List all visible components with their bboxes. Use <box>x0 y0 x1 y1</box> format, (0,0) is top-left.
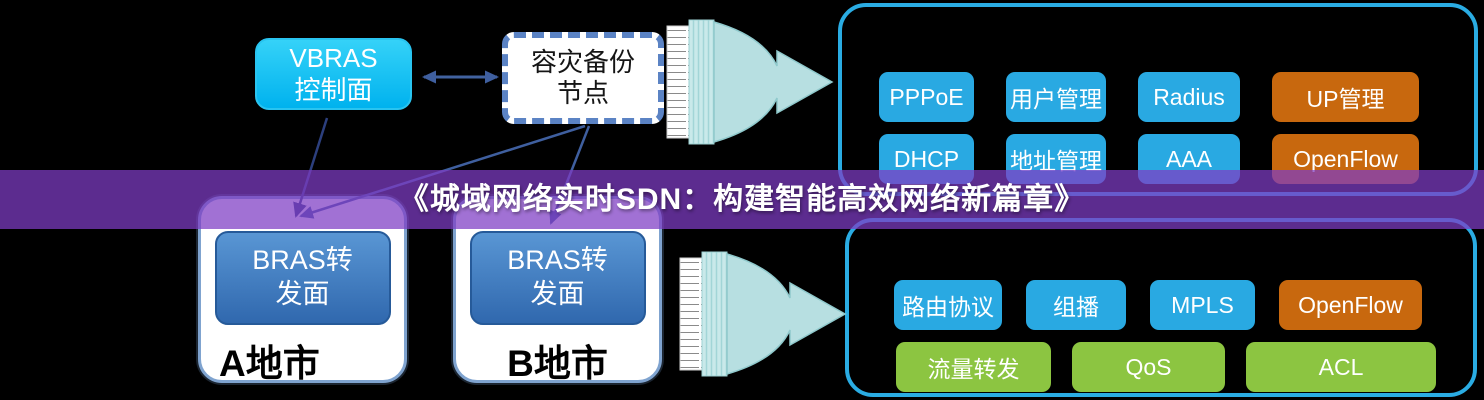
chip-multicast: 组播 <box>1026 280 1126 330</box>
city-b-bras-label: BRAS转发面 <box>507 245 608 309</box>
backup-line2: 节点 <box>556 78 609 108</box>
forwarding-panel-row-2: 流量转发 QoS ACL <box>896 342 1436 392</box>
forwarding-panel-row-1: 路由协议 组播 MPLS OpenFlow <box>894 280 1422 330</box>
city-b-bras-forwarding-chip: BRAS转发面 <box>469 231 646 325</box>
chip-routing-protocol: 路由协议 <box>894 280 1002 330</box>
control-plane-panel: PPPoE 用户管理 Radius UP管理 DHCP 地址管理 AAA Ope… <box>838 3 1478 196</box>
chip-user-mgmt: 用户管理 <box>1006 72 1106 122</box>
vbras-line1: VBRAS <box>289 42 378 73</box>
city-a-bras-forwarding-chip: BRAS转发面 <box>214 231 391 325</box>
chip-pppoe: PPPoE <box>879 72 974 122</box>
backup-line1: 容灾备份 <box>530 46 635 77</box>
funnel-top-icon <box>666 19 833 145</box>
chip-acl: ACL <box>1246 342 1436 392</box>
chip-radius: Radius <box>1138 72 1240 122</box>
vbras-control-plane-box: VBRAS 控制面 <box>255 38 412 110</box>
forwarding-plane-panel: 路由协议 组播 MPLS OpenFlow 流量转发 QoS ACL <box>845 218 1477 397</box>
chip-openflow-bottom: OpenFlow <box>1279 280 1422 330</box>
backup-node-box: 容灾备份 节点 <box>502 32 664 124</box>
funnel-bottom-icon <box>679 251 846 377</box>
chip-qos: QoS <box>1072 342 1225 392</box>
vbras-line2: 控制面 <box>294 75 373 105</box>
city-b-label: B地市 <box>507 343 608 384</box>
chip-mpls: MPLS <box>1150 280 1255 330</box>
chip-up-mgmt: UP管理 <box>1272 72 1419 122</box>
chip-traffic-forwarding: 流量转发 <box>896 342 1051 392</box>
city-a-bras-label: BRAS转发面 <box>252 245 353 309</box>
page-title: 《城域网络实时SDN：构建智能高效网络新篇章》 <box>398 183 1086 216</box>
title-banner: 《城域网络实时SDN：构建智能高效网络新篇章》 <box>0 170 1484 229</box>
control-panel-row-1: PPPoE 用户管理 Radius UP管理 <box>879 72 1419 122</box>
city-a-label: A地市 <box>219 343 320 384</box>
